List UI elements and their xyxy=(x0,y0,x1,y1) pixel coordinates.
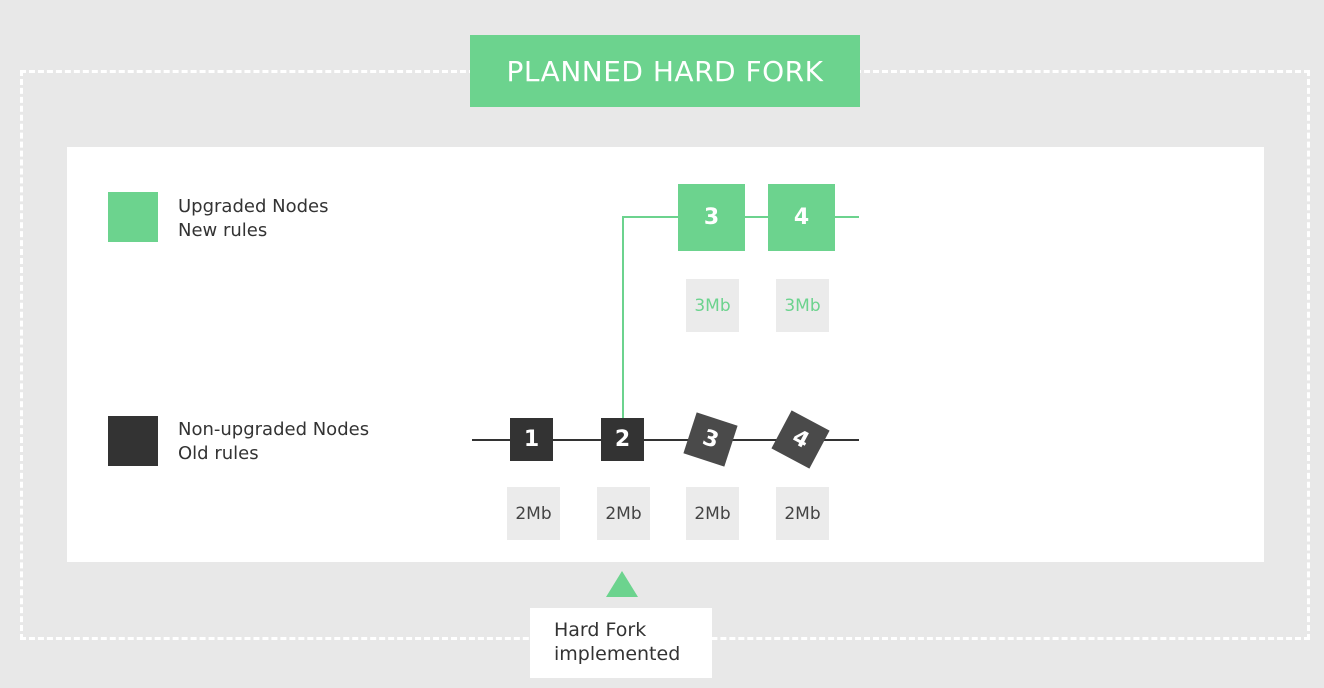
fork-marker-triangle xyxy=(606,571,638,597)
old-chain-block: 2 xyxy=(601,418,644,461)
legend-upgraded: Upgraded Nodes New rules xyxy=(178,195,328,243)
old-chain-block: 1 xyxy=(510,418,553,461)
fork-callout: Hard Fork implemented xyxy=(530,608,712,678)
legend-swatch-non-upgraded xyxy=(108,416,158,466)
legend-upgraded-title: Upgraded Nodes xyxy=(178,196,329,217)
legend-non-upgraded-subtitle: Old rules xyxy=(178,443,259,464)
legend-swatch-upgraded xyxy=(108,192,158,242)
legend-non-upgraded: Non-upgraded Nodes Old rules xyxy=(178,418,369,466)
legend-non-upgraded-title: Non-upgraded Nodes xyxy=(178,419,370,440)
old-chain-size: 2Mb xyxy=(597,487,650,540)
old-chain-size: 2Mb xyxy=(776,487,829,540)
new-chain-block: 3 xyxy=(678,184,745,251)
fork-connector-vertical xyxy=(622,217,624,418)
page-title: PLANNED HARD FORK xyxy=(470,35,860,107)
old-chain-size: 2Mb xyxy=(686,487,739,540)
new-chain-size: 3Mb xyxy=(776,279,829,332)
new-chain-block: 4 xyxy=(768,184,835,251)
legend-upgraded-subtitle: New rules xyxy=(178,220,268,241)
fork-connector-horizontal xyxy=(622,216,678,218)
fork-callout-line2: implemented xyxy=(554,643,681,665)
fork-callout-line1: Hard Fork xyxy=(554,619,647,641)
new-chain-size: 3Mb xyxy=(686,279,739,332)
old-chain-size: 2Mb xyxy=(507,487,560,540)
old-chain-line xyxy=(472,439,859,441)
